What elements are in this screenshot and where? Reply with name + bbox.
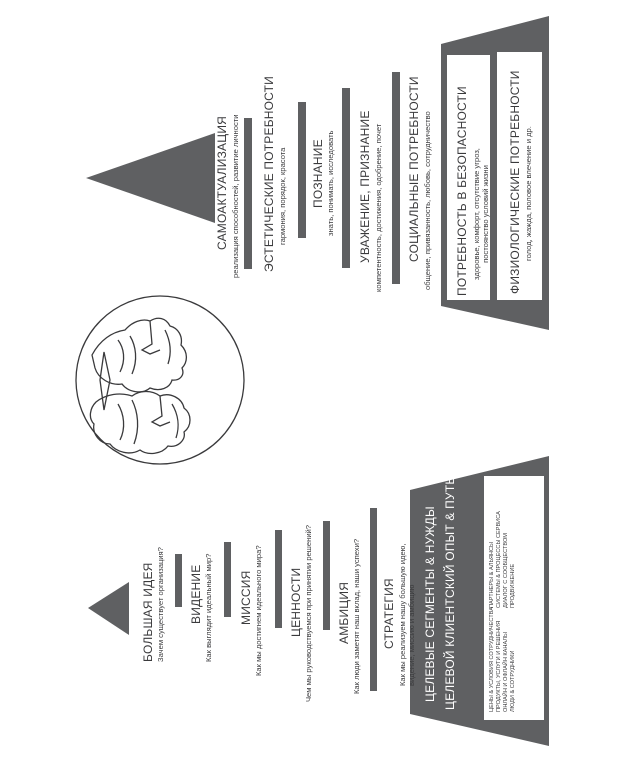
- right-box-phys-bg: [497, 52, 542, 300]
- right-level-5-subtitle: общение, привязанность, любовь, сотрудни…: [423, 111, 432, 290]
- left-level-3-title: МИССИЯ: [239, 570, 253, 625]
- left-level-4-title: ЦЕННОСТИ: [289, 567, 303, 637]
- right-level-4-subtitle: компетентность, достижения, одобрение, п…: [374, 123, 383, 292]
- left-pyramid-tip: [88, 582, 129, 635]
- right-level-1-subtitle: реализация способностей, развитие личнос…: [231, 114, 240, 278]
- left-band-line2: ЦЕЛЕВОЙ КЛИЕНТСКИЙ ОПЫТ & ПУТЬ: [443, 476, 457, 710]
- right-step-4: [342, 88, 350, 268]
- right-safety-title: ПОТРЕБНОСТЬ В БЕЗОПАСНОСТИ: [455, 86, 469, 296]
- left-step-4: [275, 530, 282, 628]
- left-level-1-title: БОЛЬШАЯ ИДЕЯ: [141, 562, 155, 662]
- left-step-2: [175, 554, 182, 607]
- two-heads-profile-icon: [75, 295, 245, 465]
- left-level-3-subtitle: Как мы достигнем идеального мира?: [254, 545, 263, 676]
- right-step-5: [392, 72, 400, 284]
- right-pyramid-tip: [86, 133, 215, 223]
- right-level-3-title: ПОЗНАНИЕ: [311, 139, 325, 208]
- right-phys-subtitle: голод, жажда, половое влечение и др.: [524, 126, 533, 261]
- left-level-1-subtitle: Зачем существует организация?: [156, 547, 165, 662]
- left-base-list-left: ЦЕНЫ & УСЛОВИЯ СОТРУДНИЧЕСТВА ПРОДУКТЫ, …: [489, 607, 516, 712]
- right-level-1-title: САМОАКТУАЛИЗАЦИЯ: [215, 115, 229, 250]
- left-level-6-subtitle: Как мы реализуем нашу большую идею, виде…: [398, 543, 417, 686]
- left-step-5: [323, 521, 330, 630]
- right-safety-subtitle: здоровье, комфорт, отсутствие угроз, пос…: [472, 148, 491, 280]
- right-step-2: [244, 118, 252, 269]
- left-level-5-subtitle: Как люди заметят наш вклад, наши успехи?: [352, 538, 361, 694]
- left-base-list-right: ПАРТНЕРЫ & АЛЬЯНСЫ СИСТЕМЫ & ПРОЦЕССЫ СЕ…: [489, 511, 516, 608]
- right-level-2-subtitle: гармония, порядок, красота: [278, 147, 287, 245]
- left-level-2-subtitle: Как выглядит идеальный мир?: [204, 553, 213, 662]
- left-step-3: [224, 542, 231, 617]
- left-level-2-title: ВИДЕНИЕ: [189, 564, 203, 624]
- right-box-safety-bg: [447, 55, 490, 300]
- left-step-6: [370, 508, 377, 691]
- right-level-3-subtitle: знать, понимать, исследовать: [326, 130, 335, 236]
- left-level-5-title: АМБИЦИЯ: [337, 581, 351, 644]
- left-base-panel: [484, 476, 544, 720]
- left-band-line1: ЦЕЛЕВЫЕ СЕГМЕНТЫ & НУЖДЫ: [423, 506, 437, 702]
- right-level-2-title: ЭСТЕТИЧЕСКИЕ ПОТРЕБНОСТИ: [262, 76, 276, 272]
- right-level-5-title: СОЦИАЛЬНЫЕ ПОТРЕБНОСТИ: [407, 76, 421, 262]
- left-level-6-title: СТРАТЕГИЯ: [382, 578, 396, 649]
- left-level-4-subtitle: Чем мы руководствуемся при принятии реше…: [304, 524, 313, 702]
- right-level-4-title: УВАЖЕНИЕ, ПРИЗНАНИЕ: [358, 110, 372, 263]
- right-phys-title: ФИЗИОЛОГИЧЕСКИЕ ПОТРЕБНОСТИ: [508, 70, 522, 294]
- right-step-3: [298, 102, 306, 238]
